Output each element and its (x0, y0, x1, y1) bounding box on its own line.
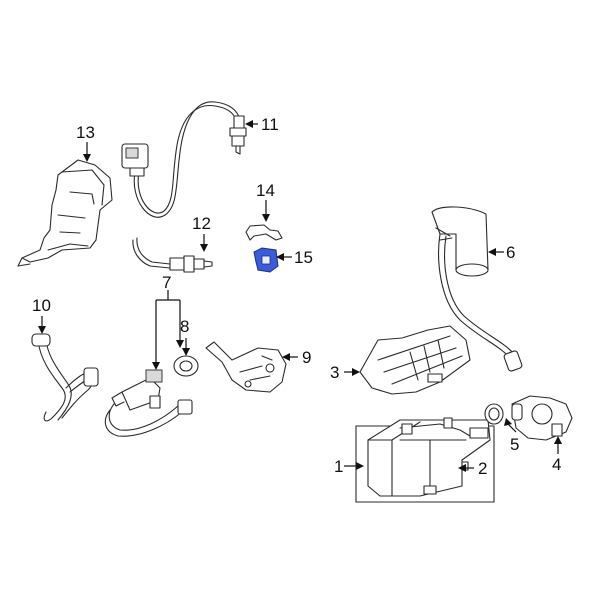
callout-13: 13 (76, 123, 95, 142)
part-10-hose (31, 333, 99, 422)
callout-1: 1 (334, 457, 343, 476)
callout-4: 4 (552, 455, 561, 474)
callout-8: 8 (180, 317, 189, 336)
callout-5: 5 (510, 435, 519, 454)
callout-3: 3 (330, 363, 339, 382)
callout-9: 9 (302, 348, 311, 367)
callout-11: 11 (261, 115, 279, 134)
part-14-bracket (245, 224, 283, 241)
part-6-pump (431, 206, 523, 372)
part-12-sensor (132, 237, 213, 273)
part-3-shield (359, 325, 471, 395)
part-9-mounting-bracket (205, 341, 287, 393)
callout-10: 10 (32, 296, 51, 315)
part-8-grommet (173, 355, 199, 377)
callout-15: 15 (294, 248, 313, 267)
callout-12: 12 (192, 214, 211, 233)
callout-7: 7 (162, 273, 171, 292)
callout-6: 6 (506, 243, 515, 262)
part-15-clip-highlighted (253, 247, 279, 273)
part-2-canister (367, 417, 491, 497)
part-11-oxygen-sensor (121, 101, 247, 218)
part-13-heat-shield (17, 159, 113, 267)
callout-14: 14 (256, 181, 275, 200)
callout-2: 2 (478, 459, 487, 478)
part-4-pump (511, 395, 573, 441)
part-5-seal (484, 403, 504, 425)
part-7-purge-valve (104, 369, 193, 437)
